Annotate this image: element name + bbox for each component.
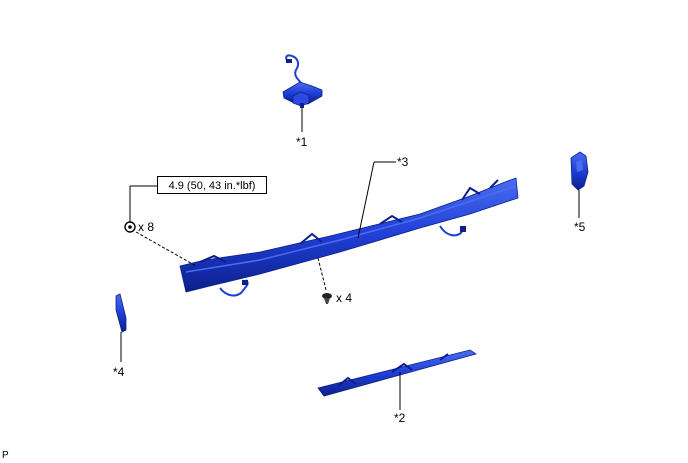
part-1-sensor — [282, 54, 323, 132]
nut-fastener — [124, 185, 197, 267]
callout-part-4: *4 — [113, 365, 125, 379]
callout-part-2: *2 — [394, 411, 406, 425]
nut-quantity: x 8 — [138, 220, 155, 234]
part-3-main-panel — [179, 161, 519, 297]
torque-spec-box: 4.9 (50, 43 in.*lbf) — [157, 176, 267, 194]
part-5-bracket — [570, 151, 589, 218]
callout-part-3: *3 — [397, 155, 409, 169]
part-2-rail — [317, 349, 477, 410]
callout-part-5: *5 — [574, 220, 586, 234]
callout-part-1: *1 — [296, 135, 308, 149]
corner-mark: P — [2, 450, 9, 461]
clip-fastener — [317, 257, 332, 304]
clip-quantity: x 4 — [336, 291, 353, 305]
part-4-bracket — [115, 293, 127, 362]
